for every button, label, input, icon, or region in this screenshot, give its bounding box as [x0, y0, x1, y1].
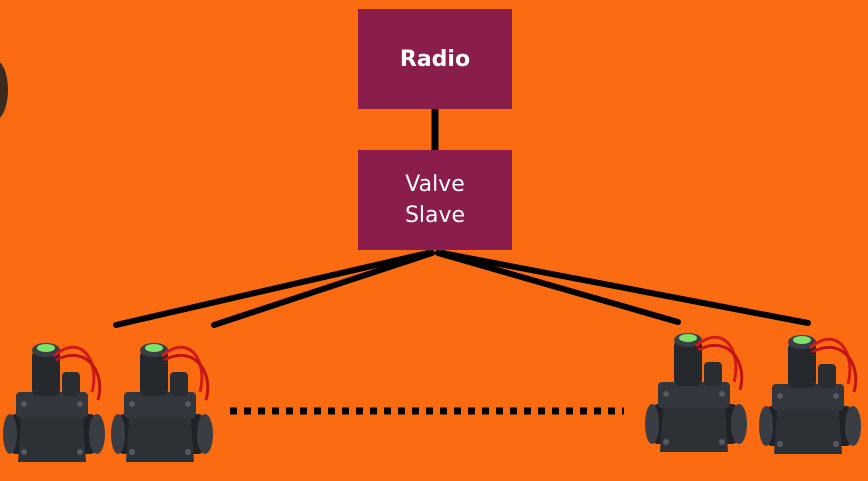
edge-object-partial [0, 60, 8, 120]
radio-label: Radio [399, 46, 471, 72]
solenoid-valve-icon [643, 331, 749, 454]
valve-slave-label-line1: Valve [405, 172, 465, 197]
connector-valve-4 [439, 250, 811, 326]
connector-valve-2 [211, 250, 435, 328]
fanout-lines [113, 250, 811, 328]
valve-slave-node: Valve Slave [358, 150, 512, 250]
solenoid-valve-icon [757, 333, 863, 456]
solenoid-valve-icon [109, 341, 215, 464]
connector-valve-3 [435, 250, 681, 325]
connector-valve-1 [113, 250, 431, 328]
radio-node: Radio [358, 9, 512, 109]
valve-slave-label-line2: Slave [404, 203, 466, 228]
solenoid-valve-icon [1, 341, 107, 464]
